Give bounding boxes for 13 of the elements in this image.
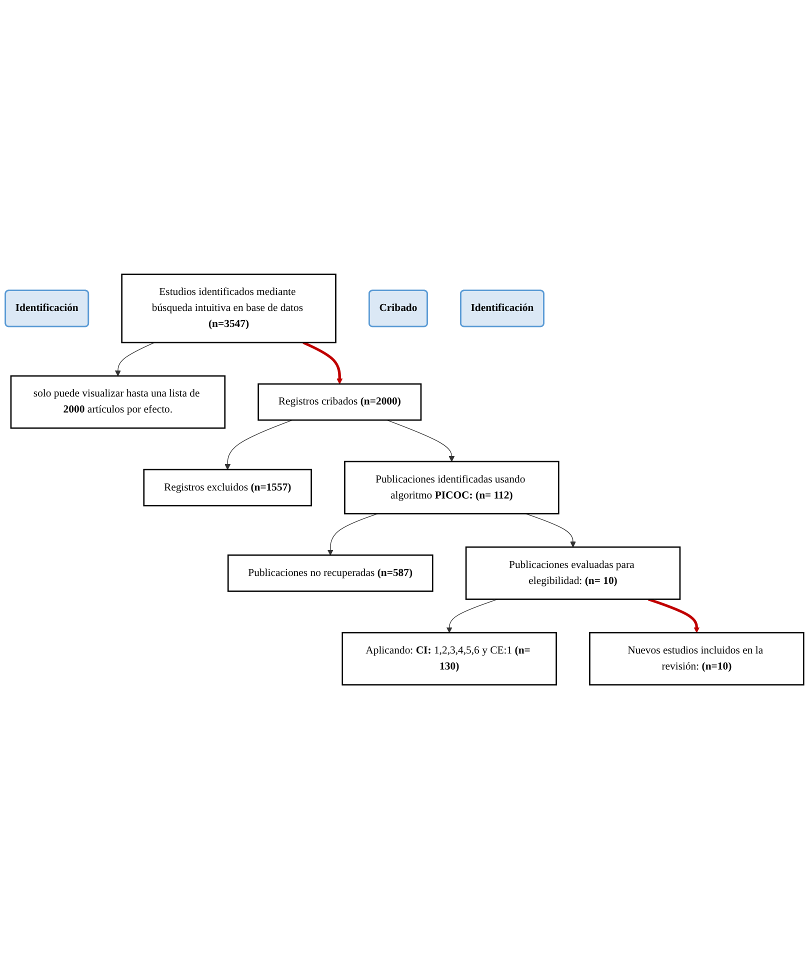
node-box: Publicaciones identificadas usando algoritmo PICOC: (n= 112) <box>344 461 560 515</box>
arrow <box>648 598 700 634</box>
node-box: Registros excluidos (n=1557) <box>143 469 312 507</box>
node-box: solo puede visualizar hasta una lista de 2000 artículos por efecto. <box>10 376 226 430</box>
node-box: Aplicando: CI: 1,2,3,4,5,6 y CE:1 (n= 130) <box>342 632 557 686</box>
arrow <box>302 342 343 385</box>
node-box: Publicaciones no recuperadas (n=587) <box>227 554 434 592</box>
node-box: Registros cribados (n=2000) <box>258 384 422 422</box>
node-box: Nuevos estudios incluidos en la revisión: (n=10) <box>589 632 804 686</box>
arrow <box>114 342 155 377</box>
node-box: Publicaciones evaluadas para elegibilidad: (n= 10) <box>465 546 681 600</box>
arrow <box>386 420 455 462</box>
node-box: Estudios identificados mediante búsqueda intuitiva en base de datos (n=3547) <box>121 274 336 344</box>
